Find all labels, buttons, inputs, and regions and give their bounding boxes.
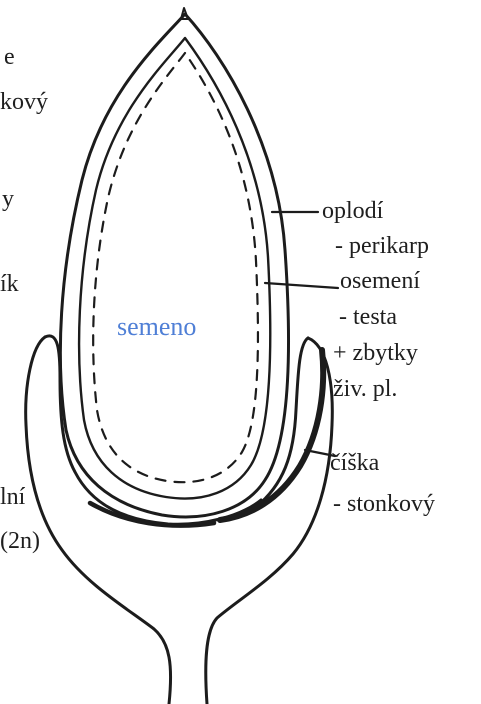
outer-pericarp-outline — [60, 14, 288, 517]
right-label-perikarp: - perikarp — [335, 232, 429, 260]
left-label-y: y — [2, 185, 14, 213]
inner-pericarp-outline — [79, 38, 270, 499]
cupule-inner-left — [45, 336, 261, 524]
right-label-ziv-pl: živ. pl. — [333, 375, 397, 403]
leader-line-osemeni — [265, 283, 338, 288]
left-label-e: e — [4, 43, 15, 71]
cupule-thick-edge — [220, 350, 323, 520]
right-label-oplodi: oplodí — [322, 197, 383, 225]
right-label-ciska: číška — [330, 449, 379, 477]
center-label-semeno: semeno — [117, 313, 196, 341]
left-label-ik: ík — [0, 270, 19, 298]
right-label-testa: - testa — [339, 303, 397, 331]
right-label-osemeni: osemení — [340, 267, 420, 295]
left-label-two-n: (2n) — [0, 527, 40, 555]
right-label-zbytky: + zbytky — [333, 339, 418, 367]
left-label-lni: lní — [0, 483, 25, 511]
right-label-stonkovy: - stonkový — [333, 490, 435, 518]
left-label-kovy: kový — [0, 88, 48, 116]
